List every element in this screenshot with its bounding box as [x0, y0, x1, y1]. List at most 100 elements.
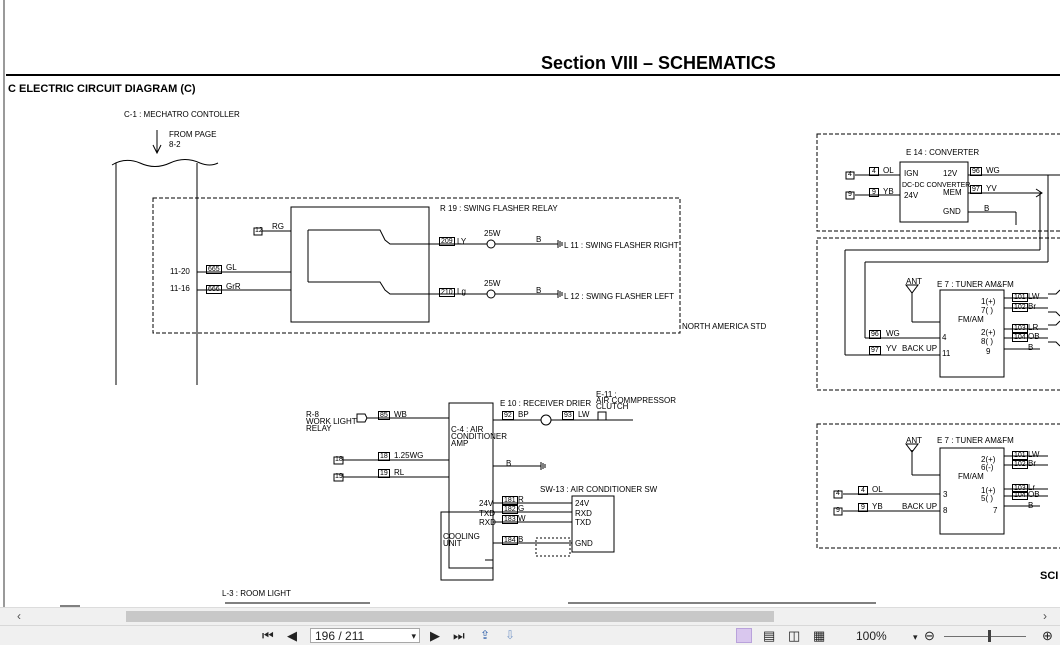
wire-85: 85 — [378, 411, 390, 420]
label-24v-b: 24V — [479, 499, 494, 508]
corner-text: SCI — [1040, 570, 1059, 582]
label-b3: B — [984, 204, 990, 213]
wire-9a: 9 — [869, 188, 879, 197]
zoom-out-icon[interactable]: ⊖ — [924, 628, 935, 643]
wire-92: 92 — [502, 411, 514, 420]
label-backup1: BACK UP — [902, 344, 938, 353]
zoom-slider-track[interactable] — [944, 636, 1026, 637]
diagram-title: C ELECTRIC CIRCUIT DIAGRAM (C) — [8, 83, 196, 95]
label-yb-a: YB — [883, 187, 894, 196]
label-25w-a: 25W — [484, 229, 501, 238]
wire-183: 183 — [502, 515, 518, 524]
wire-102b: 102 — [1012, 460, 1028, 469]
label-b4: B — [1028, 343, 1034, 352]
wire-102: 102 — [1012, 303, 1028, 312]
label-txd1: TXD — [479, 509, 495, 518]
label-gnd: GND — [943, 207, 961, 216]
prev-page-icon[interactable]: ◀ — [287, 628, 297, 643]
wire-4a: 4 — [869, 167, 879, 176]
label-n8: 8 — [943, 506, 948, 515]
single-page-icon[interactable] — [736, 628, 752, 643]
label-lr1: LR — [1028, 323, 1039, 332]
term-18: 18 — [335, 456, 343, 463]
wire-19: 19 — [378, 469, 390, 478]
term-9a: 9 — [848, 191, 852, 198]
facing-icon[interactable]: ◫ — [788, 628, 801, 643]
wire-18: 18 — [378, 452, 390, 461]
label-1p: 1(+) — [981, 297, 996, 306]
label-rg: RG — [272, 222, 284, 231]
page-input-value: 196 / 211 — [315, 629, 365, 643]
wire-9b: 9 — [858, 503, 868, 512]
label-rxd1: RXD — [479, 518, 496, 527]
zoom-dropdown-icon[interactable]: ▾ — [913, 632, 918, 642]
wire-104b: 104 — [1012, 491, 1028, 500]
viewer-toolbar: ⏮ ◀ 196 / 211 ▾ ▶ ⏭ ⇪ ⇩ ▤ ◫ ▦ 100% ▾ ⊖ ⊕ — [0, 625, 1060, 645]
label-11-20: 11-20 — [170, 267, 190, 276]
wire-4b: 4 — [858, 486, 868, 495]
label-ol-b: OL — [872, 485, 883, 494]
zoom-level[interactable]: 100% — [856, 629, 887, 643]
scrollbar-thumb[interactable] — [126, 611, 774, 622]
continuous-icon[interactable]: ▤ — [763, 628, 776, 643]
section-title: Section VIII – SCHEMATICS — [541, 53, 776, 73]
label-na-std: NORTH AMERICA STD — [682, 322, 767, 331]
wire-97b: 97 — [869, 346, 881, 355]
label-2pb: 2(+) — [981, 455, 996, 464]
label-wb: WB — [394, 410, 407, 419]
horizontal-scrollbar[interactable]: ‹ › — [0, 607, 1060, 625]
first-page-icon[interactable]: ⏮ — [262, 628, 274, 643]
label-ant1: ANT — [906, 277, 922, 286]
go-back-icon[interactable]: ⇪ — [480, 628, 491, 642]
next-page-icon[interactable]: ▶ — [430, 628, 440, 643]
label-fmam1: FM/AM — [958, 315, 984, 324]
last-page-icon[interactable]: ⏭ — [453, 628, 465, 643]
term-9b: 9 — [836, 507, 840, 514]
label-sw13: SW-13 : AIR CONDITIONER SW — [540, 485, 658, 494]
label-ant2: ANT — [906, 436, 922, 445]
label-b6: B — [518, 535, 524, 544]
label-e11-1: E-11 : — [596, 390, 617, 399]
label-r8: R-8 — [306, 410, 319, 419]
go-forward-icon[interactable]: ⇩ — [505, 628, 516, 642]
left-border — [3, 0, 5, 607]
scroll-left-icon[interactable]: ‹ — [17, 609, 21, 623]
continuous-facing-icon[interactable]: ▦ — [813, 628, 826, 643]
label-wg-b: WG — [886, 329, 900, 338]
label-w: W — [518, 514, 526, 523]
label-c4-3: AMP — [451, 439, 469, 448]
wire-96b: 96 — [869, 330, 881, 339]
label-8: 8( ) — [981, 337, 993, 346]
circuit-diagram — [6, 74, 1060, 607]
label-2p: 2(+) — [981, 328, 996, 337]
label-n9: 9 — [986, 347, 991, 356]
zoom-in-icon[interactable]: ⊕ — [1042, 628, 1053, 643]
label-ol-a: OL — [883, 166, 894, 175]
label-r19: R 19 : SWING FLASHER RELAY — [440, 204, 558, 213]
label-24v-c: 24V — [575, 499, 590, 508]
wire-93: 93 — [562, 411, 574, 420]
label-gnd2: GND — [575, 539, 593, 548]
label-lw1: LW — [1028, 292, 1040, 301]
label-br1: Br — [1028, 302, 1036, 311]
label-l3: L-3 : ROOM LIGHT — [222, 589, 291, 598]
zoom-slider-thumb[interactable] — [988, 630, 991, 642]
label-11-16: 11-16 — [170, 284, 190, 293]
label-lw2: LW — [578, 410, 590, 419]
wire-210: 210 — [439, 288, 455, 297]
wire-96a: 96 — [970, 167, 982, 176]
document-viewport[interactable]: Section VIII – SCHEMATICS C ELECTRIC CIR… — [0, 0, 1060, 607]
label-cooling: COOLING — [443, 532, 480, 541]
label-7: 7( ) — [981, 306, 993, 315]
label-b5: B — [506, 459, 512, 468]
label-12v: 12V — [943, 169, 958, 178]
wire-12: 12 — [255, 227, 263, 234]
label-gl: GL — [226, 263, 237, 272]
term-4a: 4 — [848, 171, 852, 178]
scroll-right-icon[interactable]: › — [1043, 609, 1047, 623]
label-5: 5( ) — [981, 494, 993, 503]
page-input[interactable]: 196 / 211 ▾ — [310, 628, 420, 643]
chevron-down-icon[interactable]: ▾ — [411, 631, 416, 641]
wire-184: 184 — [502, 536, 518, 545]
label-relay: RELAY — [306, 424, 332, 433]
